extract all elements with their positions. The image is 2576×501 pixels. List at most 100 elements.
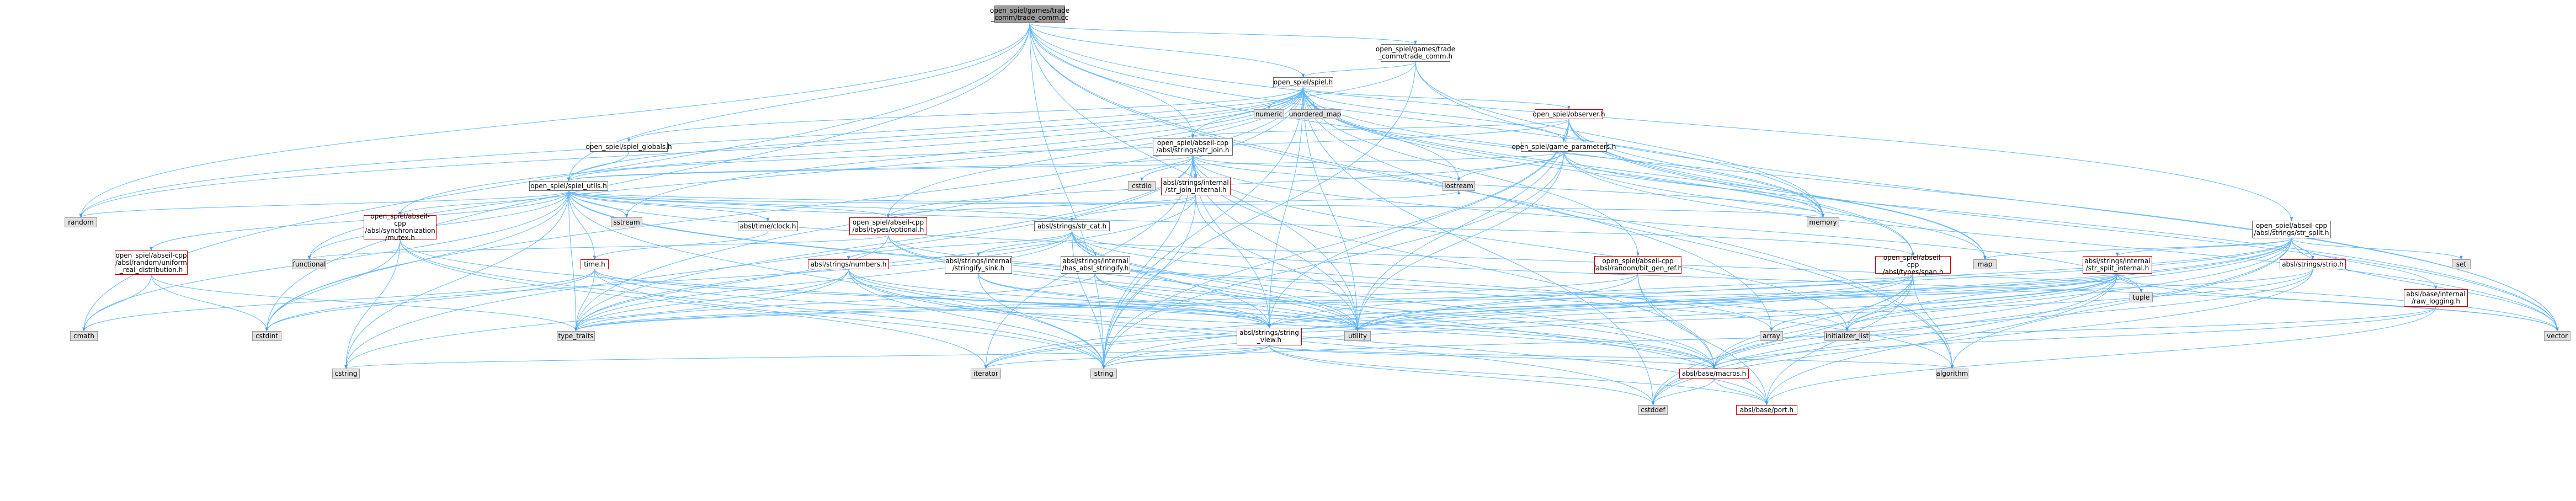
edge-spiel_utils-to-cstring: [344, 190, 569, 369]
node-strip-h[interactable]: absl/strings/strip.h: [2280, 259, 2346, 269]
node-spiel-globals-h[interactable]: open_spiel/spiel_globals.h: [586, 142, 672, 152]
edge-str_split-to-iterator: [984, 238, 2292, 369]
node-algorithm[interactable]: algorithm: [1936, 369, 1968, 379]
edge-timeh-to-type_traits: [574, 269, 595, 332]
node-str-join-h[interactable]: open_spiel/abseil-cpp /absl/strings/str_…: [1153, 138, 1233, 156]
node-str-join-internal-h[interactable]: absl/strings/internal /str_join_internal…: [1161, 178, 1231, 195]
node-cstddef[interactable]: cstddef: [1638, 405, 1668, 415]
edge-str_join-to-tuple: [1193, 155, 2143, 293]
edge-raw_logging-to-port: [1765, 306, 2436, 406]
edge-str_split_internal-to-array: [1770, 273, 2118, 332]
node-random[interactable]: random: [65, 217, 97, 227]
node-type-traits[interactable]: type_traits: [557, 331, 595, 341]
node-raw-logging-h[interactable]: absl/base/internal /raw_logging.h: [2404, 289, 2468, 307]
node-iostream[interactable]: iostream: [1443, 181, 1475, 191]
node-set[interactable]: set: [2452, 259, 2471, 269]
edge-root-to-spiel_utils: [567, 23, 1030, 182]
edge-str_join_internal-to-utility: [1195, 195, 1359, 332]
node-str-split-internal-h[interactable]: absl/strings/internal /str_split_interna…: [2083, 256, 2152, 274]
edge-macros-to-cstddef: [1651, 378, 1715, 406]
node-root[interactable]: open_spiel/games/trade _comm/trade_comm.…: [990, 6, 1069, 23]
node-bit-gen-ref-h[interactable]: open_spiel/abseil-cpp /absl/random/bit_g…: [1594, 256, 1682, 274]
node-observer-h[interactable]: open_spiel/observer.h: [1532, 109, 1605, 119]
edge-str_split-to-cstddef: [1651, 238, 2292, 406]
node-array[interactable]: array: [1760, 331, 1783, 341]
edge-str_split-to-string_view: [1268, 238, 2292, 328]
edge-optional-to-functional: [308, 234, 888, 260]
node-mutex-h[interactable]: open_spiel/abseil-cpp /absl/synchronizat…: [364, 213, 437, 242]
edge-str_split-to-algorithm: [1950, 238, 2292, 369]
edge-strip-to-macros: [1712, 269, 2313, 369]
node-span-h[interactable]: open_spiel/abseil-cpp /absl/types/span.h: [1875, 254, 1951, 275]
node-string-view-h[interactable]: absl/strings/string _view.h: [1237, 328, 1302, 345]
node-clock-h[interactable]: absl/time/clock.h: [738, 221, 798, 231]
edge-observer-to-map: [1568, 119, 1987, 260]
node-tuple[interactable]: tuple: [2130, 292, 2153, 302]
edge-bit_gen_ref-to-type_traits: [574, 273, 1638, 332]
node-functional[interactable]: functional: [292, 259, 326, 269]
edge-optional-to-initializer_list: [888, 234, 1849, 332]
edge-root-to-string: [1029, 23, 1105, 369]
edge-spielh-to-str_join: [1191, 87, 1303, 138]
node-game-parameters-h[interactable]: open_spiel/game_parameters.h: [1512, 142, 1616, 152]
node-uniform-real-distribution-h[interactable]: open_spiel/abseil-cpp /absl/random/unifo…: [115, 250, 188, 275]
node-memory[interactable]: memory: [1807, 217, 1839, 227]
node-cstring[interactable]: cstring: [332, 369, 360, 379]
edge-mutex-to-iterator: [400, 239, 988, 369]
node-trade-comm-h[interactable]: open_spiel/games/trade _comm/trade_comm.…: [1376, 44, 1455, 62]
edge-observer-to-vector: [1568, 119, 2559, 332]
edge-root-to-spielh: [1029, 23, 1305, 78]
node-stringify-sink-h[interactable]: absl/strings/internal /stringify_sink.h: [945, 256, 1012, 274]
edge-game_params-to-iostream: [1457, 151, 1564, 182]
node-time-h[interactable]: time.h: [581, 259, 609, 269]
node-numeric[interactable]: numeric: [1254, 109, 1284, 119]
edge-string_view-to-cstring: [344, 345, 1270, 369]
node-macros-h[interactable]: absl/base/macros.h: [1679, 369, 1749, 379]
node-spiel-utils-h[interactable]: open_spiel/spiel_utils.h: [529, 181, 608, 191]
edge-mutex-to-cstdint: [265, 239, 401, 332]
edge-str_split-to-utility: [1356, 238, 2292, 332]
edge-root-to-str_split: [1029, 23, 2293, 221]
node-utility[interactable]: utility: [1344, 331, 1371, 341]
edge-root-to-cmath: [82, 23, 1030, 332]
node-initializer-list[interactable]: initializer_list: [1824, 331, 1870, 341]
node-str-split-h[interactable]: open_spiel/abseil-cpp /absl/strings/str_…: [2252, 221, 2331, 238]
node-optional-h[interactable]: open_spiel/abseil-cpp /absl/types/option…: [849, 217, 927, 235]
edge-uniform-to-type_traits: [151, 274, 578, 332]
edge-observer-to-str_join: [1191, 119, 1569, 138]
edge-str_cat-to-vector: [1072, 231, 2559, 332]
node-cstdio[interactable]: cstdio: [1128, 181, 1156, 191]
node-vector[interactable]: vector: [2544, 331, 2570, 341]
node-map[interactable]: map: [1973, 259, 1997, 269]
edge-has_absl_stringify-to-type_traits: [574, 273, 1096, 332]
edge-spielh-to-iostream: [1303, 87, 1461, 182]
edge-uniform-to-cstdint: [151, 274, 269, 332]
edge-optional-to-type_traits: [574, 234, 888, 332]
node-cstdint[interactable]: cstdint: [252, 331, 281, 341]
node-str-cat-h[interactable]: absl/strings/str_cat.h: [1034, 221, 1110, 231]
node-numbers-h[interactable]: absl/strings/numbers.h: [808, 259, 889, 269]
edge-has_absl_stringify-to-utility: [1095, 273, 1359, 332]
node-iterator[interactable]: iterator: [971, 369, 1001, 379]
node-cmath[interactable]: cmath: [70, 331, 98, 341]
edge-spiel_utils-to-optional: [568, 190, 890, 218]
edge-str_split-to-string: [1102, 238, 2292, 369]
node-sstream[interactable]: sstream: [611, 217, 642, 227]
edge-str_split_internal-to-utility: [1356, 273, 2118, 332]
edge-spiel_globals-to-spiel_utils: [567, 151, 629, 182]
node-string[interactable]: string: [1090, 369, 1117, 379]
edge-str_cat-to-has_absl_stringify: [1072, 231, 1097, 257]
edge-str_join-to-initializer_list: [1193, 155, 1849, 332]
node-port-h[interactable]: absl/base/port.h: [1736, 405, 1797, 415]
edge-root-to-utility: [1029, 23, 1359, 332]
edge-macros-to-port: [1713, 378, 1769, 406]
edge-spielh-to-string: [1102, 87, 1303, 369]
edge-spiel_utils-to-cmath: [82, 190, 569, 332]
node-unordered-map[interactable]: unordered_map: [1289, 109, 1341, 119]
edge-str_split-to-initializer_list: [1845, 238, 2292, 332]
node-spiel-h[interactable]: open_spiel/spiel.h: [1273, 77, 1333, 87]
node-has-absl-stringify-h[interactable]: absl/strings/internal /has_absl_stringif…: [1061, 256, 1130, 274]
edge-spielh-to-random: [79, 87, 1303, 218]
edge-observer-to-spiel_utils: [567, 119, 1569, 182]
